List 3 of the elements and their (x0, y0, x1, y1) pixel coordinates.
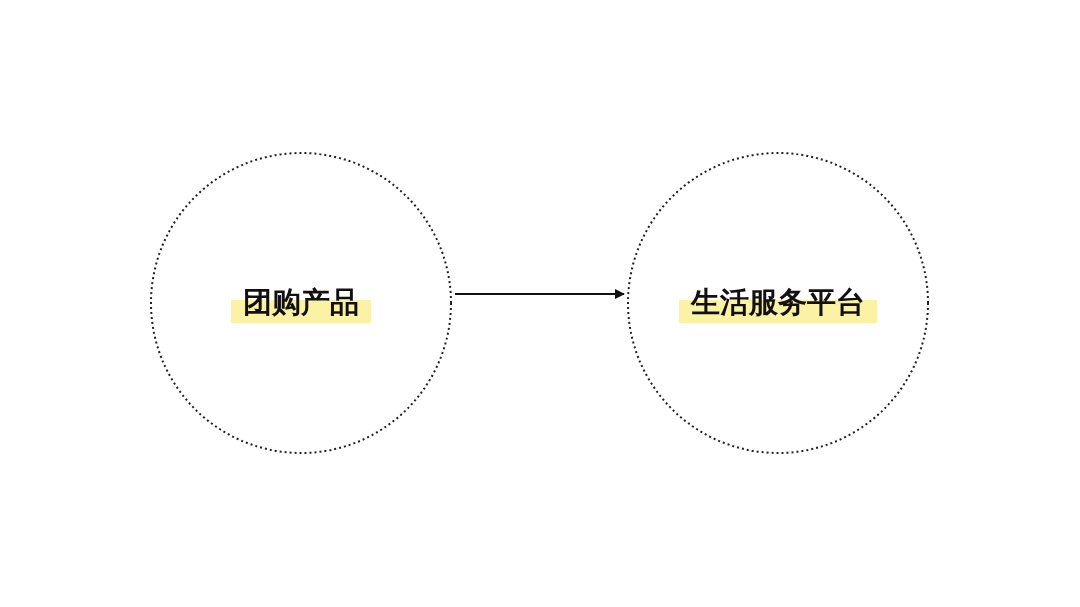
dotted-circle (150, 152, 452, 454)
arrow (454, 289, 625, 299)
dotted-circle (627, 152, 929, 454)
